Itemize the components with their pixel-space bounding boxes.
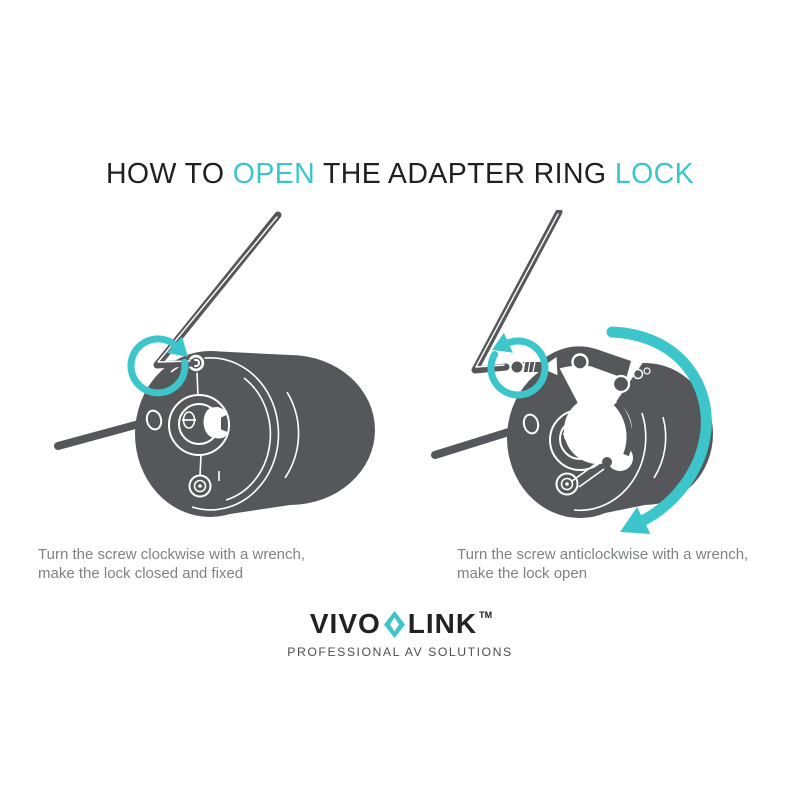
- title-text-2: THE ADAPTER RING: [315, 158, 615, 190]
- brand-tagline: PROFESSIONAL AV SOLUTIONS: [287, 645, 513, 659]
- adapter-ring-open: [507, 346, 713, 518]
- open-ring-illustration: [431, 210, 713, 534]
- adapter-ring-closed: [135, 351, 375, 517]
- caption-open-line1: Turn the screw anticlockwise with a wren…: [457, 546, 749, 563]
- caption-closed: Turn the screw clockwise with a wrench, …: [38, 545, 388, 583]
- clamp-open-piece: [538, 346, 631, 379]
- caption-closed-line2: make the lock closed and fixed: [38, 565, 244, 582]
- hinge-pins: [611, 367, 651, 394]
- brand-name-link: LINK: [407, 608, 478, 639]
- anticlockwise-arrow-icon: [487, 332, 549, 399]
- trademark-symbol: TM: [479, 610, 493, 620]
- rotate-open-arrow-icon: [606, 326, 712, 534]
- title-text-1: HOW TO: [105, 158, 233, 190]
- mounting-rod: [431, 413, 540, 459]
- caption-open: Turn the screw anticlockwise with a wren…: [457, 545, 787, 583]
- closed-ring-illustration: [54, 211, 375, 517]
- brand-logo: VIVO LINK TM: [0, 609, 800, 639]
- allen-wrench: [153, 211, 282, 369]
- title-highlight-lock: LOCK: [614, 158, 695, 190]
- bottom-screw: [555, 472, 579, 496]
- allen-wrench: [471, 210, 563, 374]
- title-highlight-open: OPEN: [232, 158, 316, 190]
- caption-open-line2: make the lock open: [457, 565, 588, 582]
- brand-name-vivo: VIVO: [309, 608, 381, 639]
- caption-closed-line1: Turn the screw clockwise with a wrench,: [38, 546, 306, 563]
- diamond-icon: [383, 610, 405, 638]
- mounting-rod: [54, 409, 163, 450]
- loose-screw: [509, 359, 542, 375]
- page-title: HOW TO OPEN THE ADAPTER RING LOCK: [0, 157, 800, 191]
- keyhole-slot: [203, 407, 228, 439]
- bottom-screw: [188, 474, 212, 498]
- clockwise-arrow-icon: [127, 335, 189, 397]
